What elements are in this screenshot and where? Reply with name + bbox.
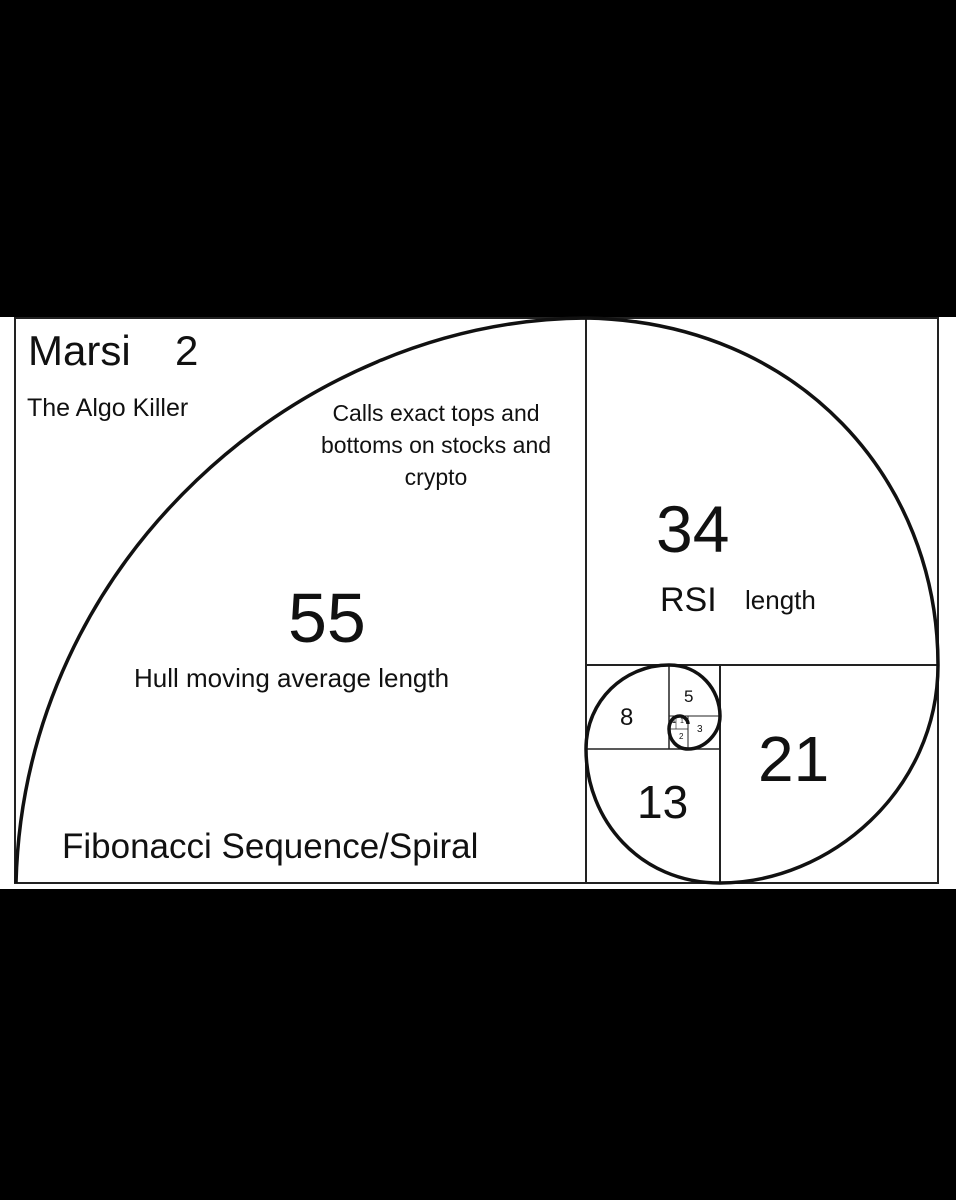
- square-55-caption: Hull moving average length: [134, 663, 450, 693]
- square-34-caption-unit: length: [745, 585, 816, 615]
- golden-spiral: [14, 316, 940, 885]
- square-55-number: 55: [288, 579, 366, 657]
- square-13-number: 13: [637, 776, 689, 828]
- diagram-panel: [0, 317, 956, 889]
- square-1b-number: 1: [680, 718, 684, 725]
- square-2-number: 2: [679, 732, 684, 741]
- square-34-number: 34: [656, 492, 730, 566]
- square-8-number: 8: [620, 704, 634, 731]
- square-1a-number: 1: [672, 718, 676, 725]
- square-34-caption: RSI: [660, 581, 717, 619]
- footer-caption: Fibonacci Sequence/Spiral: [62, 827, 479, 866]
- title: Marsi: [28, 327, 131, 374]
- claim-text: Calls exact tops and bottoms on stocks a…: [320, 400, 552, 490]
- square-21-number: 21: [758, 723, 830, 795]
- subtitle: The Algo Killer: [27, 394, 189, 422]
- title-number: 2: [175, 327, 199, 374]
- square-5-number: 5: [684, 687, 694, 706]
- square-3-number: 3: [697, 724, 703, 735]
- outer-frame: [14, 317, 939, 884]
